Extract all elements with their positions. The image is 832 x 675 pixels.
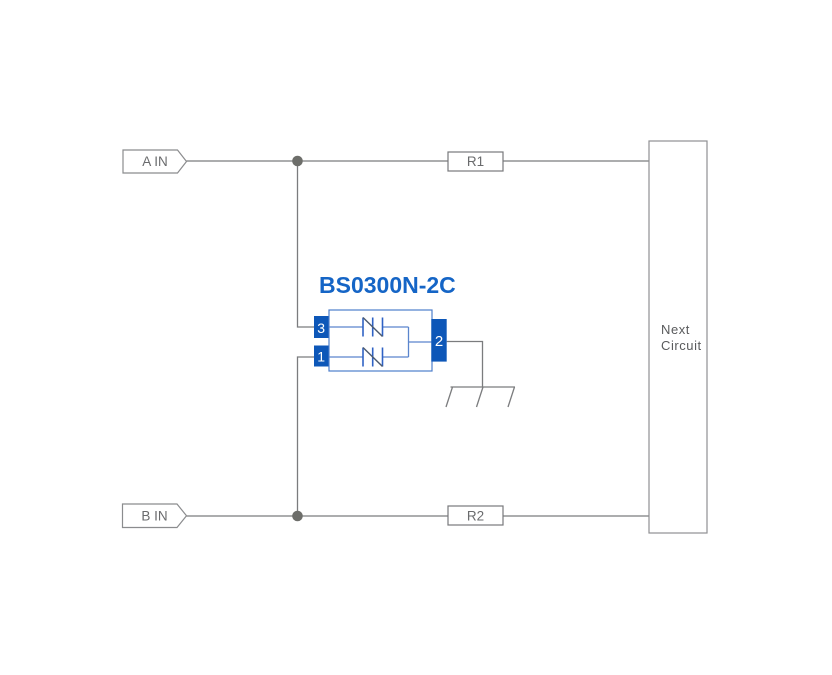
svg-text:R2: R2 bbox=[467, 509, 484, 524]
svg-text:B IN: B IN bbox=[141, 509, 167, 524]
svg-text:A IN: A IN bbox=[142, 154, 168, 169]
svg-text:1: 1 bbox=[317, 349, 325, 365]
svg-text:2: 2 bbox=[435, 333, 443, 350]
svg-text:3: 3 bbox=[317, 320, 325, 336]
svg-text:Circuit: Circuit bbox=[661, 338, 702, 353]
svg-text:Next: Next bbox=[661, 322, 690, 337]
svg-text:R1: R1 bbox=[467, 154, 484, 169]
svg-text:BS0300N-2C: BS0300N-2C bbox=[319, 272, 456, 298]
